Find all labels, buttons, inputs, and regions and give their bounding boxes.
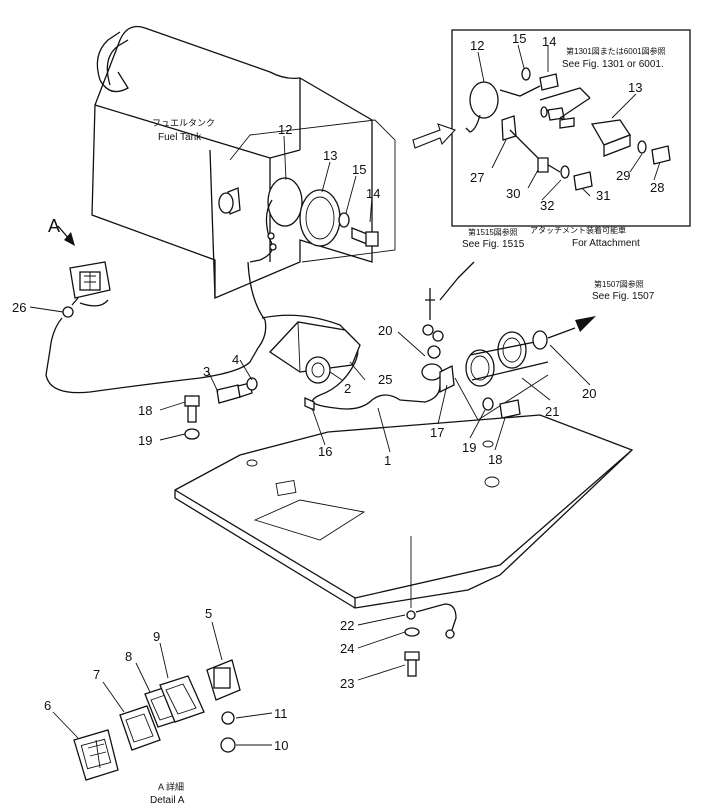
part-number: 23 [340,676,354,691]
attach-en-label: For Attachment [572,238,640,249]
part-number-labels: 1 2 3 4 5 6 7 8 9 10 11 12 12 13 13 14 1… [12,31,664,753]
part-number: 13 [323,148,337,163]
part-number: 5 [205,606,212,621]
attachment-inset [412,29,691,227]
part-number: 1 [384,453,391,468]
part-number: 15 [512,31,526,46]
fuel-tank-en-label: Fuel Tank [158,132,202,143]
part-number: 17 [430,425,444,440]
floor-plate [174,414,634,609]
part-number: 8 [125,649,132,664]
connector-assembly [421,261,596,421]
part-number: 20 [582,386,596,401]
ref-1301-en-label: See Fig. 1301 or 6001. [562,59,664,70]
part-number: 13 [628,80,642,95]
detail-en-label: Detail A [150,795,185,806]
harness-from-tank [45,261,267,394]
part-number: 19 [138,433,152,448]
part-number: 20 [378,323,392,338]
part-number: 14 [542,34,556,49]
part-number: 22 [340,618,354,633]
fuel-tank-jp-label: フュエルタンク [152,118,215,128]
part-number: 14 [366,186,380,201]
part-number: 3 [203,364,210,379]
ref-1515-jp-label: 第1515図参照 [468,227,518,237]
part-number: 26 [12,300,26,315]
ref-1507-en-label: See Fig. 1507 [592,291,655,302]
part-number: 21 [545,404,559,419]
part-number: 18 [138,403,152,418]
part-number: 9 [153,629,160,644]
bracket-and-switch [269,321,361,412]
part-number: 2 [344,381,351,396]
part-number: 12 [278,122,292,137]
detail-a-lamp [73,659,241,781]
part-number: 10 [274,738,288,753]
part-number: 29 [616,168,630,183]
part-number: 16 [318,444,332,459]
part-number: 28 [650,180,664,195]
bolt-3 [216,377,258,404]
part-number: 12 [470,38,484,53]
ref-1507-jp-label: 第1507図参照 [594,279,644,289]
view-a-letter: A [48,216,60,236]
lamp-a [57,225,111,318]
bolt-18-left [184,395,200,440]
part-number: 11 [274,706,288,721]
part-number: 31 [596,188,610,203]
part-number: 18 [488,452,502,467]
part-number: 32 [540,198,554,213]
annotations: フュエルタンク Fuel Tank 第1301図または6001図参照 See F… [48,46,666,806]
part-number: 6 [44,698,51,713]
attach-jp-label: アタッチメント装着可能車 [530,225,626,235]
fuel-tank-drawing [91,25,396,299]
part-number: 15 [352,162,366,177]
part-number: 30 [506,186,520,201]
part-number: 19 [462,440,476,455]
leader-lines [29,44,661,746]
part-number: 25 [378,372,392,387]
fuel-sender-unit [218,177,379,263]
part-number: 4 [232,352,239,367]
part-number: 24 [340,641,354,656]
ref-1301-jp-label: 第1301図または6001図参照 [566,46,666,56]
ground-wire [404,536,457,677]
detail-jp-label: A 詳細 [158,781,184,792]
part-number: 27 [470,170,484,185]
ref-1515-en-label: See Fig. 1515 [462,239,525,250]
part-number: 7 [93,667,100,682]
